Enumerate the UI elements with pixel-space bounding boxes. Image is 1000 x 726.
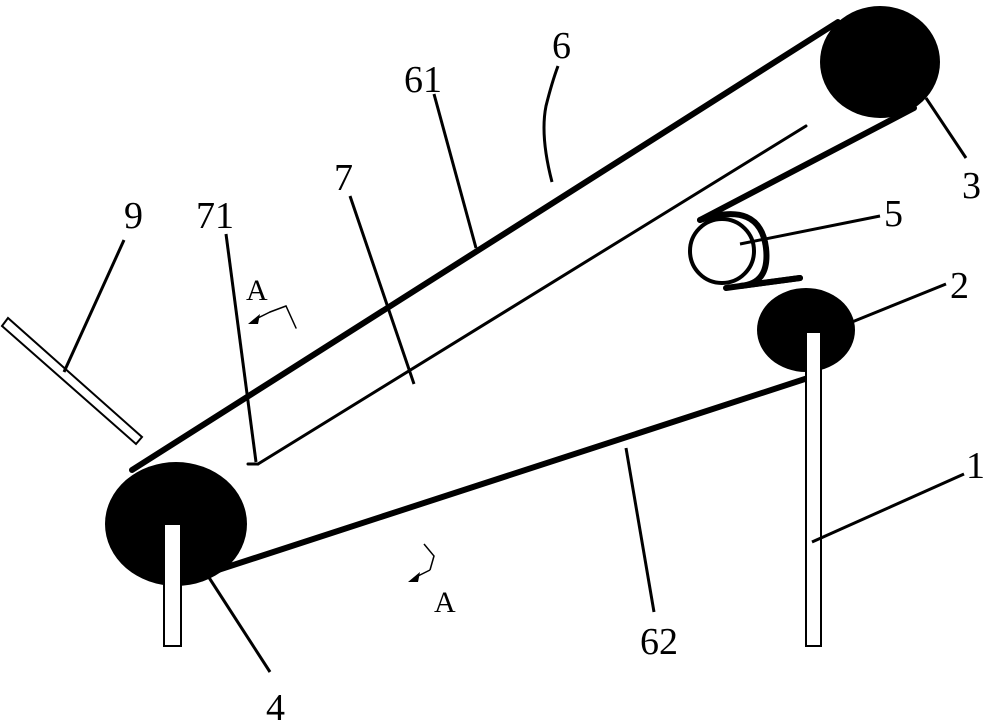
leader-9 bbox=[62, 239, 126, 373]
label-71: 71 bbox=[196, 195, 234, 237]
support-post-4 bbox=[163, 523, 182, 647]
section-label-bottom: A bbox=[434, 586, 456, 619]
label-9: 9 bbox=[124, 195, 143, 237]
label-3: 3 bbox=[962, 165, 981, 207]
plate-7 bbox=[256, 124, 808, 466]
label-1: 1 bbox=[966, 445, 985, 487]
label-6: 6 bbox=[552, 25, 571, 67]
label-61: 61 bbox=[404, 59, 442, 101]
leader-5 bbox=[739, 214, 881, 246]
label-62: 62 bbox=[640, 621, 678, 663]
leader-4 bbox=[206, 575, 272, 673]
section-marker-bottom bbox=[408, 543, 435, 582]
leader-3 bbox=[924, 97, 968, 159]
return-belt bbox=[697, 105, 917, 223]
leader-1 bbox=[811, 472, 965, 544]
section-marker-top bbox=[248, 305, 297, 329]
leader-7 bbox=[348, 195, 416, 385]
upper-belt-61 bbox=[129, 19, 841, 473]
post-9 bbox=[0, 316, 144, 446]
pulley-2 bbox=[757, 288, 855, 372]
label-4: 4 bbox=[266, 687, 285, 726]
leader-61 bbox=[432, 93, 478, 249]
leader-62 bbox=[624, 447, 656, 613]
leader-6 bbox=[542, 65, 560, 183]
label-2: 2 bbox=[950, 265, 969, 307]
support-post-1 bbox=[805, 331, 822, 647]
pulley-3 bbox=[820, 6, 940, 118]
leader-2 bbox=[851, 282, 947, 324]
tension-roller-5 bbox=[688, 211, 803, 291]
label-7: 7 bbox=[334, 157, 353, 199]
leader-71 bbox=[224, 233, 258, 463]
lower-belt-62 bbox=[215, 375, 811, 573]
section-label-top: A bbox=[246, 274, 268, 307]
label-5: 5 bbox=[884, 193, 903, 235]
